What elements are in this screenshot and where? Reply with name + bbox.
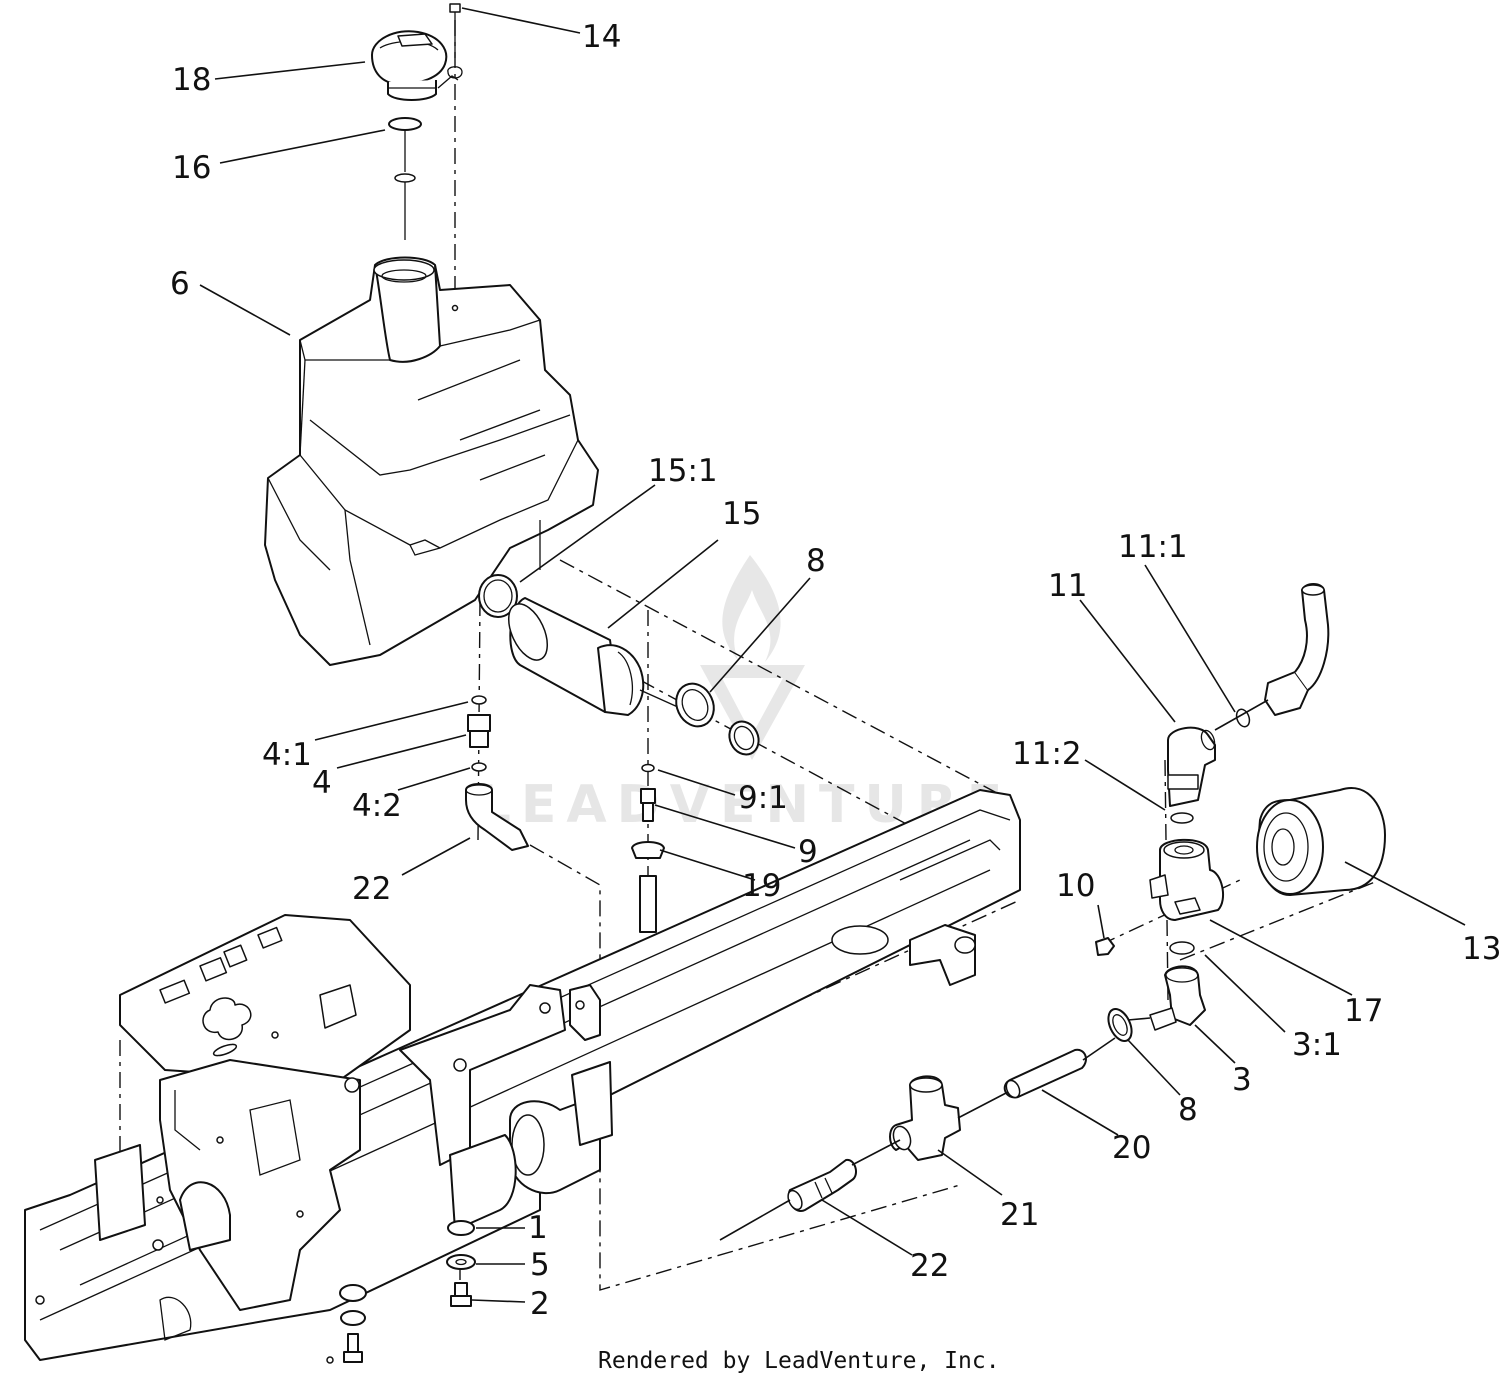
callout-5: 5	[530, 1247, 550, 1283]
part-18-fuel-cap	[371, 30, 448, 101]
part-6-fuel-tank	[264, 256, 599, 666]
callout-6: 6	[170, 266, 190, 302]
callout-15-1: 15:1	[648, 453, 718, 489]
callout-17: 17	[1344, 993, 1383, 1029]
callout-9-1: 9:1	[738, 780, 788, 816]
part-8-hose-clamp-upper	[675, 682, 760, 756]
part-13-fuel-filter	[1256, 787, 1386, 896]
callout-labels: 14 18 16 6 15:1 15 8 11:1 11 4:1 4 4:2 1…	[170, 19, 1500, 1322]
callout-4-1: 4:1	[262, 737, 312, 773]
callout-11-1: 11:1	[1118, 529, 1188, 565]
callout-11: 11	[1048, 568, 1087, 604]
render-credit: Rendered by LeadVenture, Inc.	[598, 1348, 1000, 1374]
callout-14: 14	[582, 19, 621, 55]
part-21-tee-fitting	[889, 1075, 961, 1161]
part-8-hose-clamp-lower	[1107, 1008, 1133, 1042]
part-11-elbow	[1167, 583, 1330, 807]
mounting-brackets	[399, 984, 613, 1231]
part-9-fitting-stack	[631, 763, 665, 933]
callout-19: 19	[742, 868, 781, 904]
callout-22-upper: 22	[352, 871, 391, 907]
callout-18: 18	[172, 62, 211, 98]
part-17-filter-head	[1149, 812, 1225, 955]
callout-9: 9	[798, 834, 818, 870]
part-15-1-grommet	[478, 574, 518, 618]
part-10-bolt	[1095, 937, 1115, 956]
callout-11-2: 11:2	[1012, 736, 1082, 772]
callout-15: 15	[722, 496, 761, 532]
callout-13: 13	[1462, 931, 1500, 967]
fuel-line-connectors	[719, 699, 1269, 1241]
part-15-fuel-tube	[507, 597, 681, 716]
callout-10: 10	[1056, 868, 1095, 904]
callout-leaders	[199, 7, 1466, 1303]
callout-16: 16	[172, 150, 211, 186]
part-22-fitting-lower	[787, 1158, 857, 1212]
frame-mount-hardware	[339, 1284, 367, 1363]
control-pan-assembly	[94, 914, 411, 1311]
callout-3-1: 3:1	[1292, 1027, 1342, 1063]
callout-20: 20	[1112, 1130, 1151, 1166]
part-3-fitting	[1149, 965, 1206, 1031]
callout-4: 4	[312, 765, 332, 801]
part-1-5-2-hardware	[446, 1220, 476, 1307]
part-4-fitting-stack	[465, 695, 529, 851]
callout-8-upper: 8	[806, 543, 826, 579]
callout-3: 3	[1232, 1062, 1252, 1098]
callout-2: 2	[530, 1286, 550, 1322]
callout-22-lower: 22	[910, 1248, 949, 1284]
callout-4-2: 4:2	[352, 788, 402, 824]
part-14-screw	[437, 3, 463, 89]
callout-8-lower: 8	[1178, 1092, 1198, 1128]
part-16-strainer	[388, 117, 422, 240]
callout-1: 1	[528, 1210, 548, 1246]
callout-21: 21	[1000, 1197, 1039, 1233]
